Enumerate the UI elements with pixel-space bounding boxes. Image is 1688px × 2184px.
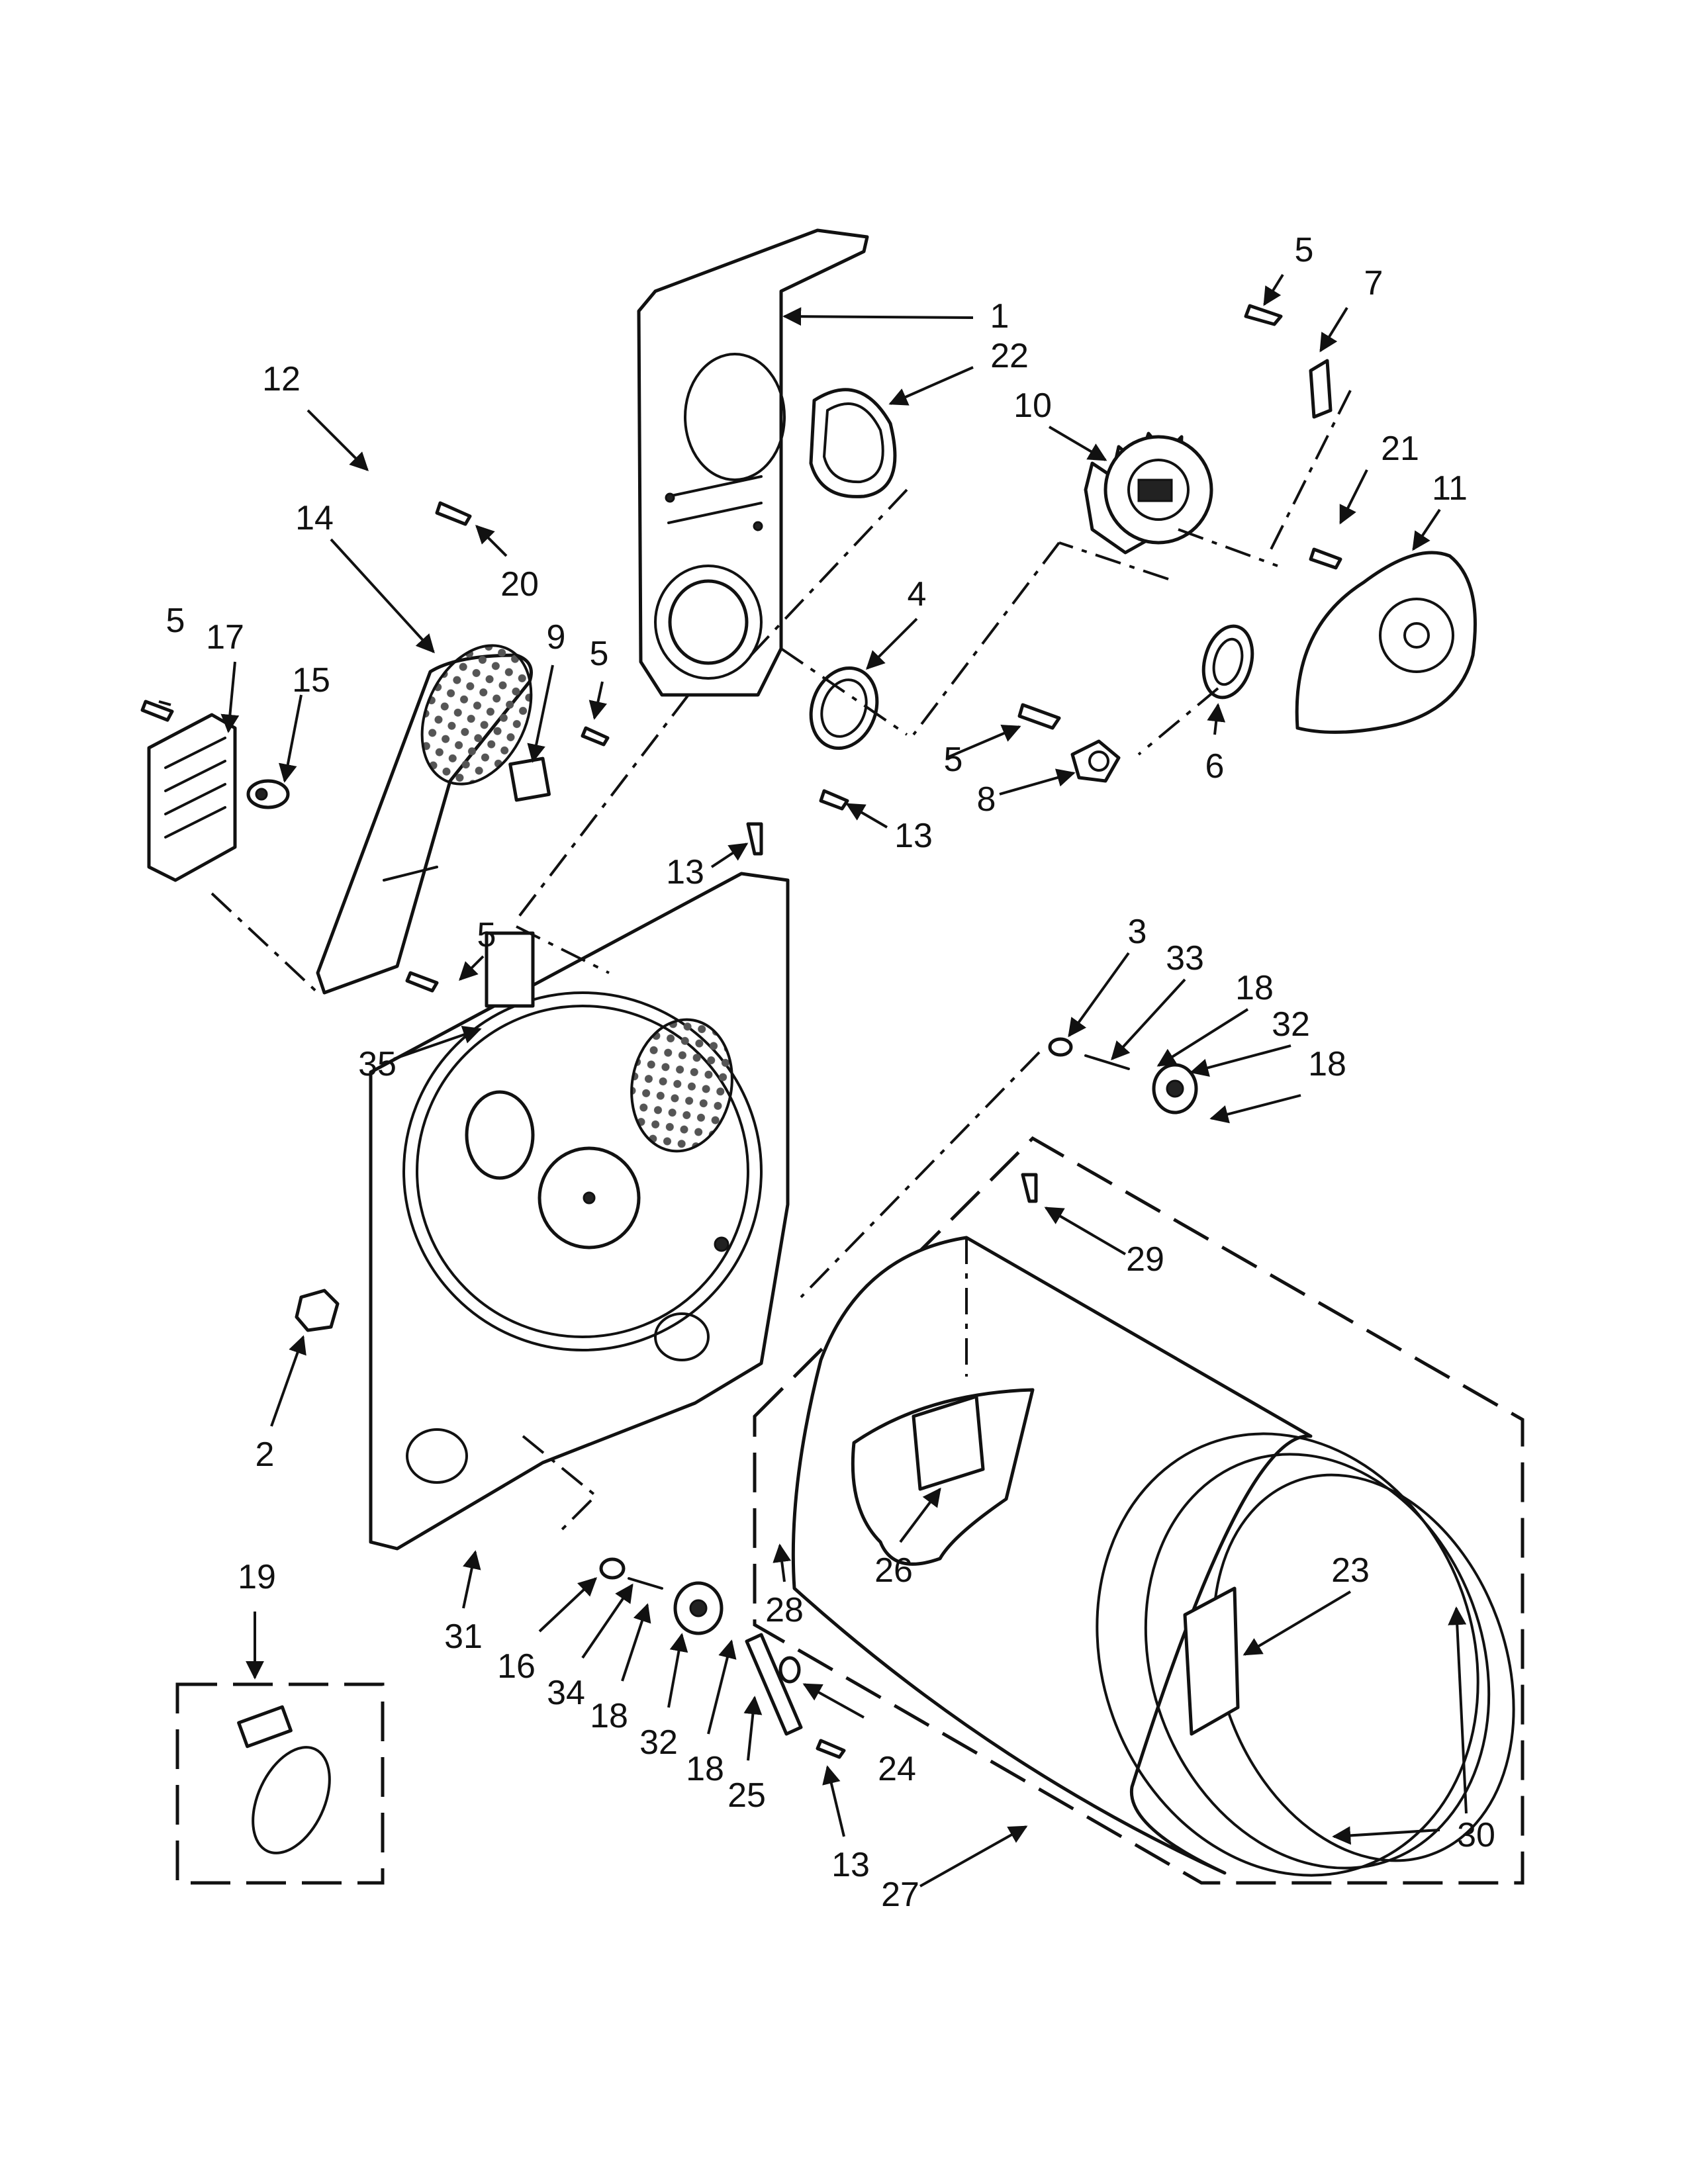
callout-18: 18 (590, 1697, 628, 1735)
callout-8: 8 (977, 780, 996, 819)
leader-lines (158, 273, 1468, 1888)
callout-33: 33 (1166, 939, 1204, 978)
thermostat (508, 756, 551, 802)
alignment-lines (211, 390, 1352, 1537)
callout-29: 29 (1126, 1240, 1164, 1279)
callout-32: 32 (1272, 1005, 1310, 1044)
callout-12: 12 (262, 360, 301, 398)
callout-18: 18 (686, 1750, 724, 1788)
callout-21: 21 (1381, 430, 1419, 468)
callout-13: 13 (894, 817, 933, 855)
drum (791, 1236, 1515, 1877)
rear-bulkhead (369, 872, 790, 1551)
callout-23: 23 (1331, 1551, 1370, 1590)
wiring-label (485, 931, 535, 1008)
callout-30: 30 (1457, 1816, 1495, 1854)
callout-14: 14 (295, 499, 334, 537)
duct-gasket (809, 388, 897, 498)
callout-6: 6 (1205, 747, 1225, 786)
lint-duct (316, 644, 533, 995)
blower-wheel (1084, 432, 1213, 555)
callout-18: 18 (1308, 1045, 1346, 1083)
callout-27: 27 (881, 1876, 919, 1914)
callout-2: 2 (256, 1435, 275, 1474)
callout-20: 20 (500, 565, 539, 604)
rear-duct-panel (637, 228, 869, 697)
callout-16: 16 (497, 1647, 536, 1686)
callout-31: 31 (444, 1617, 483, 1656)
callout-17: 17 (206, 618, 244, 657)
callout-18: 18 (1235, 969, 1274, 1007)
lower-roller-assembly (599, 1557, 803, 1736)
screws (140, 304, 1342, 1759)
callout-5: 5 (1295, 231, 1314, 269)
callout-5: 5 (590, 635, 609, 673)
callout-5: 5 (477, 916, 496, 954)
wire-harness (237, 1705, 331, 1854)
terminal-bracket (147, 713, 237, 882)
callout-26: 26 (874, 1551, 913, 1590)
callout-13: 13 (666, 853, 704, 891)
callout-19: 19 (238, 1558, 276, 1596)
callout-35: 35 (358, 1045, 397, 1083)
callout-3: 3 (1128, 913, 1147, 951)
drum-kit-boundary (753, 1136, 1524, 1885)
blower-bearing (1201, 624, 1254, 700)
hex-nut (295, 1289, 340, 1332)
callout-9: 9 (547, 618, 566, 657)
callout-5: 5 (166, 602, 185, 640)
upper-roller-assembly (1048, 1037, 1198, 1115)
callout-25: 25 (727, 1776, 766, 1815)
callout-34: 34 (547, 1674, 585, 1712)
blower-housing (1295, 551, 1477, 734)
callout-7: 7 (1364, 264, 1383, 302)
callout-4: 4 (908, 575, 927, 614)
callout-22: 22 (990, 337, 1029, 375)
callout-5: 5 (944, 741, 963, 779)
callout-1: 1 (990, 297, 1009, 336)
callout-24: 24 (878, 1750, 916, 1788)
thermal-fuse (246, 779, 290, 809)
harness-kit-boundary (175, 1682, 385, 1885)
motor-bracket (1070, 739, 1121, 783)
callout-15: 15 (292, 661, 330, 700)
callout-28: 28 (765, 1591, 804, 1629)
callout-11: 11 (1432, 469, 1468, 508)
callout-10: 10 (1013, 387, 1052, 425)
callout-32: 32 (639, 1723, 678, 1762)
callout-13: 13 (831, 1846, 870, 1884)
housing-clip (1309, 359, 1333, 419)
rear-seal (809, 666, 879, 751)
callout-labels: 1 22 5 7 10 21 11 12 20 14 4 9 5 5 17 15… (166, 231, 1495, 1914)
